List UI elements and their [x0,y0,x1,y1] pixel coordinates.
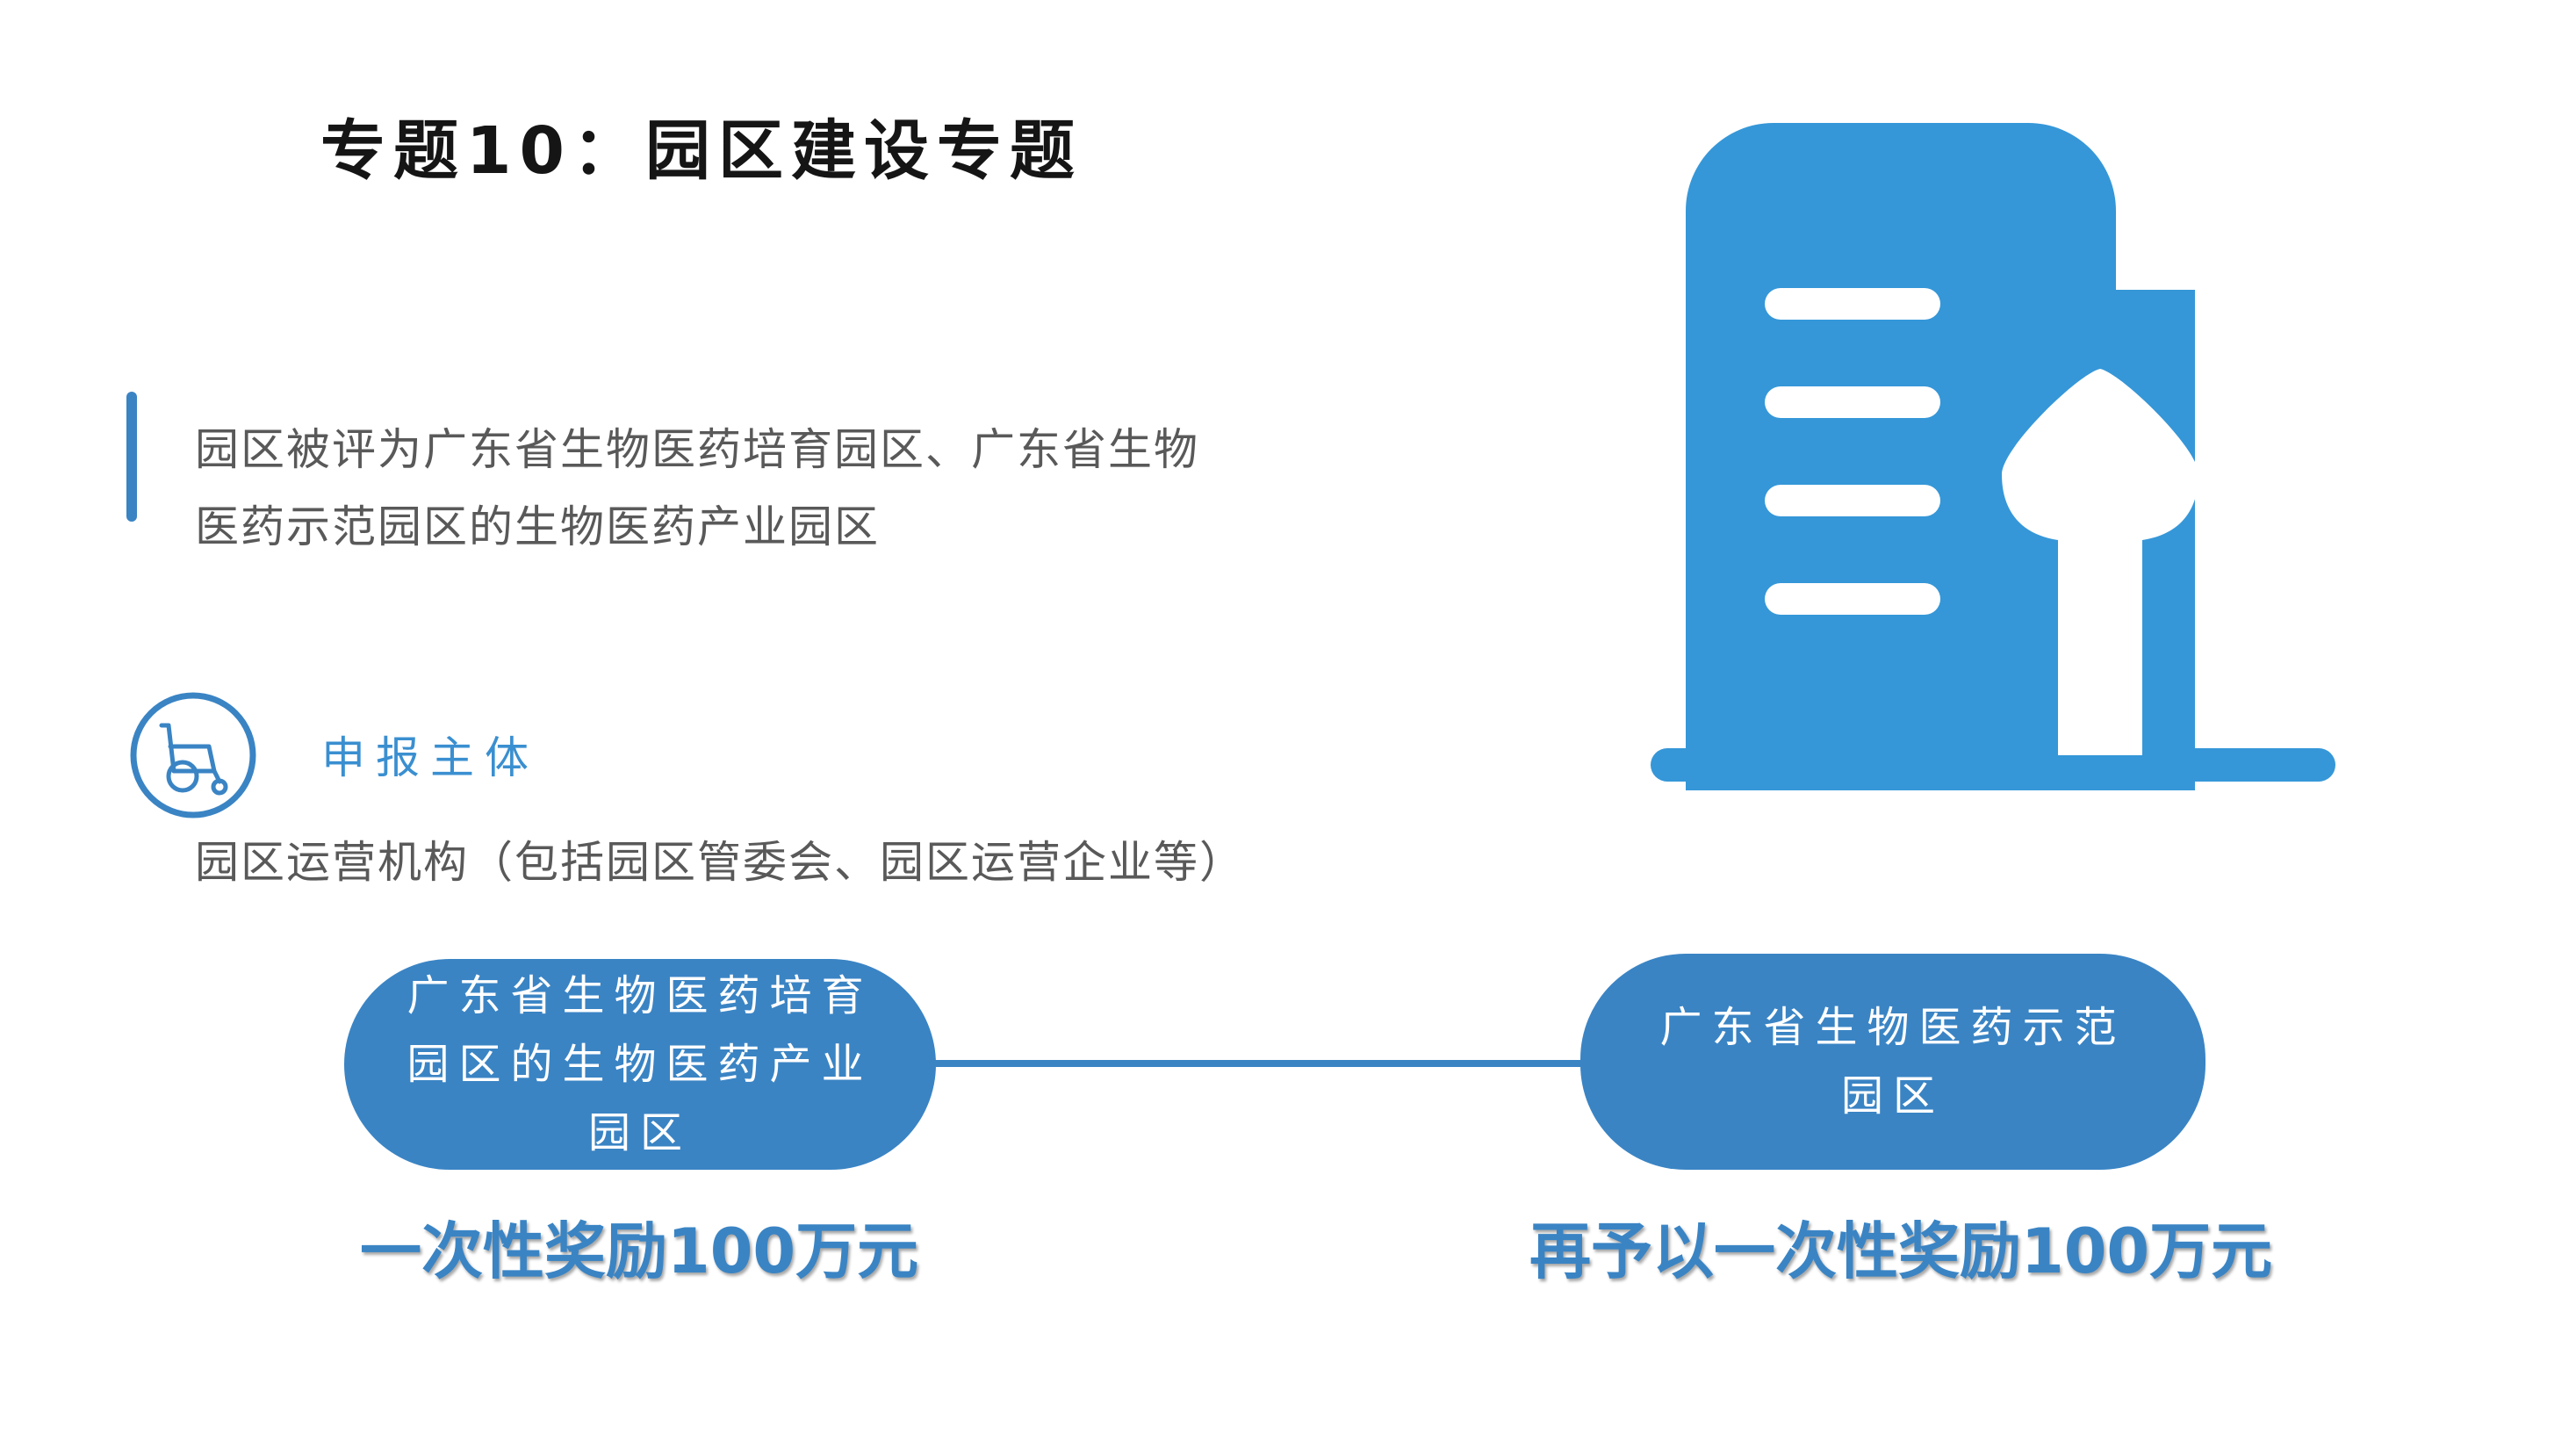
right-pill-line-2: 园区 [1840,1071,1945,1121]
subject-label: 申报主体 [321,732,539,783]
intro-line-2: 医药示范园区的生物医药产业园区 [195,501,880,552]
right-reward: 再予以一次性奖励100万元 [1529,1215,2273,1287]
left-pill-line-3: 园区 [587,1108,692,1157]
intro-line-1: 园区被评为广东省生物医药培育园区、广东省生物 [195,424,1199,475]
quote-bar [126,392,137,522]
intro-text: 园区被评为广东省生物医药培育园区、广东省生物 医药示范园区的生物医药产业园区 [195,411,1424,566]
wheelchair-icon [130,692,256,818]
building-upload-icon [1651,123,2335,790]
demonstration-park-pill: 广东省生物医药示范 园区 [1580,954,2205,1170]
right-pill-line-1: 广东省生物医药示范 [1659,1003,2126,1052]
left-reward: 一次性奖励100万元 [360,1215,919,1287]
incubation-park-pill: 广东省生物医药培育 园区的生物医药产业 园区 [344,959,936,1170]
subject-text: 园区运营机构（包括园区管委会、园区运营企业等） [195,837,1245,888]
page-title: 专题10：园区建设专题 [320,113,1083,189]
left-pill-line-1: 广东省生物医药培育 [407,971,874,1020]
connector-line [922,1060,1607,1067]
left-pill-line-2: 园区的生物医药产业 [407,1040,874,1089]
